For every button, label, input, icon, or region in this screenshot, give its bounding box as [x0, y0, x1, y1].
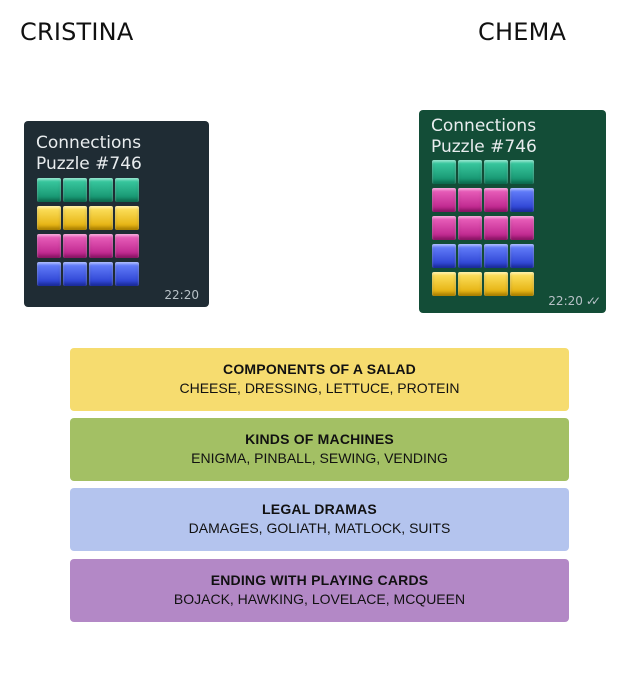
- category-card: KINDS OF MACHINES ENIGMA, PINBALL, SEWING…: [70, 418, 569, 481]
- green-square-icon: [484, 160, 508, 184]
- green-square-icon: [458, 160, 482, 184]
- grid-row: [37, 262, 139, 286]
- category-name: ENDING WITH PLAYING CARDS: [210, 572, 429, 588]
- green-square-icon: [63, 178, 87, 202]
- result-grid-right: [432, 160, 534, 300]
- double-check-icon: ✓✓: [585, 294, 601, 308]
- green-square-icon: [89, 178, 113, 202]
- yellow-square-icon: [89, 206, 113, 230]
- message-text: Connections Puzzle #746: [36, 133, 142, 175]
- yellow-square-icon: [115, 206, 139, 230]
- blue-square-icon: [432, 244, 456, 268]
- yellow-square-icon: [484, 272, 508, 296]
- purple-square-icon: [458, 188, 482, 212]
- grid-row: [37, 178, 139, 202]
- blue-square-icon: [89, 262, 113, 286]
- player-name-left: CRISTINA: [20, 18, 134, 46]
- yellow-square-icon: [37, 206, 61, 230]
- grid-row: [432, 244, 534, 268]
- purple-square-icon: [37, 234, 61, 258]
- green-square-icon: [115, 178, 139, 202]
- message-meta: 22:20 ✓✓: [548, 294, 601, 308]
- green-square-icon: [510, 160, 534, 184]
- purple-square-icon: [115, 234, 139, 258]
- purple-square-icon: [458, 216, 482, 240]
- purple-square-icon: [484, 188, 508, 212]
- blue-square-icon: [63, 262, 87, 286]
- category-card: COMPONENTS OF A SALAD CHEESE, DRESSING, L…: [70, 348, 569, 411]
- blue-square-icon: [458, 244, 482, 268]
- purple-square-icon: [510, 216, 534, 240]
- category-card: LEGAL DRAMAS DAMAGES, GOLIATH, MATLOCK, S…: [70, 488, 569, 551]
- category-words: BOJACK, HAWKING, LOVELACE, MCQUEEN: [173, 591, 466, 607]
- yellow-square-icon: [510, 272, 534, 296]
- blue-square-icon: [510, 188, 534, 212]
- player-name-right: CHEMA: [478, 18, 567, 46]
- blue-square-icon: [37, 262, 61, 286]
- grid-row: [432, 216, 534, 240]
- message-title: Connections: [36, 133, 142, 153]
- category-name: KINDS OF MACHINES: [245, 431, 394, 447]
- purple-square-icon: [484, 216, 508, 240]
- message-bubble-left[interactable]: Connections Puzzle #746 22:20: [24, 121, 209, 307]
- category-name: LEGAL DRAMAS: [262, 501, 377, 517]
- blue-square-icon: [510, 244, 534, 268]
- purple-square-icon: [432, 188, 456, 212]
- purple-square-icon: [89, 234, 113, 258]
- grid-row: [432, 272, 534, 296]
- category-words: ENIGMA, PINBALL, SEWING, VENDING: [191, 450, 448, 466]
- message-title: Connections: [431, 116, 537, 136]
- message-text: Connections Puzzle #746: [431, 116, 537, 158]
- yellow-square-icon: [63, 206, 87, 230]
- green-square-icon: [37, 178, 61, 202]
- category-words: CHEESE, DRESSING, LETTUCE, PROTEIN: [179, 380, 460, 396]
- blue-square-icon: [115, 262, 139, 286]
- category-card: ENDING WITH PLAYING CARDS BOJACK, HAWKING…: [70, 559, 569, 622]
- purple-square-icon: [63, 234, 87, 258]
- message-puzzle-number: Puzzle #746: [431, 137, 537, 157]
- green-square-icon: [432, 160, 456, 184]
- category-words: DAMAGES, GOLIATH, MATLOCK, SUITS: [188, 520, 451, 536]
- yellow-square-icon: [432, 272, 456, 296]
- message-time: 22:20: [548, 294, 583, 308]
- grid-row: [37, 234, 139, 258]
- grid-row: [37, 206, 139, 230]
- purple-square-icon: [432, 216, 456, 240]
- result-grid-left: [37, 178, 139, 290]
- message-puzzle-number: Puzzle #746: [36, 154, 142, 174]
- grid-row: [432, 188, 534, 212]
- category-name: COMPONENTS OF A SALAD: [223, 361, 416, 377]
- message-meta: 22:20: [164, 288, 199, 302]
- message-bubble-right[interactable]: Connections Puzzle #746 22:20 ✓✓: [419, 110, 606, 313]
- yellow-square-icon: [458, 272, 482, 296]
- message-time: 22:20: [164, 288, 199, 302]
- blue-square-icon: [484, 244, 508, 268]
- grid-row: [432, 160, 534, 184]
